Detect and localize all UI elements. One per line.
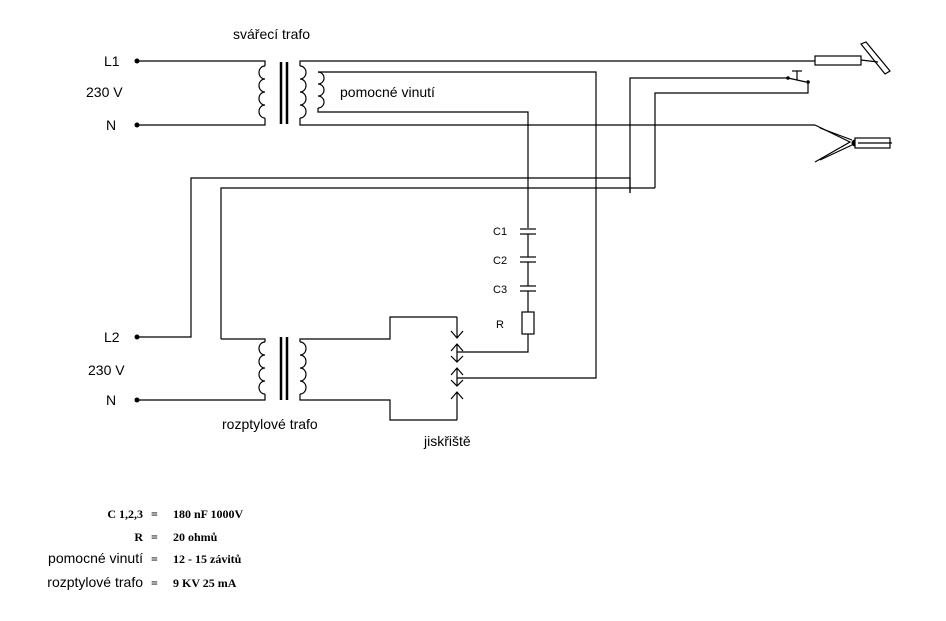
legend-name-2: pomocné vinutí xyxy=(48,550,143,566)
wire-secondary-bottom xyxy=(299,118,815,126)
legend-eq-2: = xyxy=(151,552,158,566)
label-n-bottom: N xyxy=(106,392,116,408)
capacitor-chain xyxy=(457,228,536,353)
label-c3: C3 xyxy=(493,284,507,296)
legend-eq-3: = xyxy=(151,576,158,590)
legend-name-1: R xyxy=(134,530,143,544)
secondary-coil xyxy=(299,65,307,119)
ground-clamp xyxy=(814,124,892,163)
legend: C 1,2,3 = 180 nF 1000V R = 20 ohmů pomoc… xyxy=(47,507,243,590)
label-aux-winding: pomocné vinutí xyxy=(340,84,435,100)
hv-primary-coil xyxy=(258,341,266,395)
wire-n-top xyxy=(137,118,266,126)
label-c2: C2 xyxy=(493,255,507,267)
label-c1: C1 xyxy=(493,226,507,238)
legend-value-0: 180 nF 1000V xyxy=(173,507,244,521)
label-leakage-transformer: rozptylové trafo xyxy=(222,416,318,432)
wire-hv-primary-top xyxy=(221,338,266,342)
leakage-transformer xyxy=(134,316,457,421)
wire-l2-to-switch xyxy=(137,177,631,338)
legend-name-0: C 1,2,3 xyxy=(107,507,143,521)
legend-name-3: rozptylové trafo xyxy=(47,574,143,590)
switch xyxy=(629,70,810,193)
legend-value-1: 20 ohmů xyxy=(173,530,218,544)
wire-r-to-gap xyxy=(457,334,529,353)
wire-n-bottom xyxy=(137,394,266,401)
electrode-holder xyxy=(814,41,891,75)
wire-hv-out-bottom xyxy=(299,394,457,421)
wire-aux-bottom xyxy=(317,108,529,228)
label-voltage-top: 230 V xyxy=(86,84,123,100)
wire-hv-out-top xyxy=(299,316,457,342)
legend-value-3: 9 KV 25 mA xyxy=(173,576,237,590)
label-welding-transformer: svářecí trafo xyxy=(233,26,310,42)
legend-value-2: 12 - 15 závitů xyxy=(173,552,242,566)
spark-gap xyxy=(450,317,464,420)
label-l1: L1 xyxy=(104,53,120,69)
label-l2: L2 xyxy=(104,329,120,345)
wire-aux-top xyxy=(318,71,597,379)
label-n-top: N xyxy=(106,117,116,133)
wire-switch-to-hv xyxy=(220,187,655,339)
label-spark-gap: jiskřiště xyxy=(423,433,471,449)
legend-eq-0: = xyxy=(151,507,158,521)
hv-secondary-coil xyxy=(299,341,307,395)
wire-l1 xyxy=(137,60,266,66)
label-voltage-bottom: 230 V xyxy=(88,362,125,378)
wire-secondary-top xyxy=(299,60,815,66)
label-r: R xyxy=(496,319,504,331)
primary-coil xyxy=(258,65,266,119)
legend-eq-1: = xyxy=(151,530,158,544)
terminal-l2 xyxy=(134,334,140,340)
welding-transformer xyxy=(134,58,815,379)
aux-coil xyxy=(317,71,325,109)
resistor-r xyxy=(521,311,535,335)
